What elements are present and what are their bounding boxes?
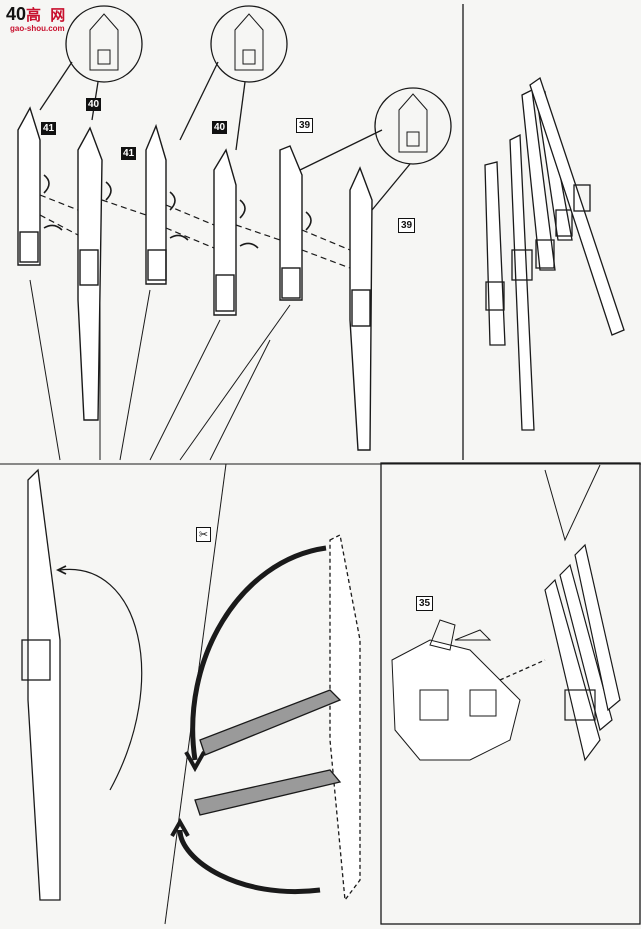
assembled-fan	[484, 76, 625, 431]
magnify-circle-1	[65, 5, 143, 83]
callout-41b: 41	[121, 147, 137, 160]
logo-text: 高 网	[26, 6, 68, 24]
callout-39b: 39	[398, 218, 416, 233]
fin-stack	[544, 543, 621, 762]
callout-39a: 39	[296, 118, 314, 133]
magnify-circle-3	[374, 87, 452, 165]
page-number: 40	[6, 4, 27, 24]
callout-41a: 41	[41, 122, 57, 135]
callout-40a: 40	[86, 98, 102, 111]
scissors-icon: ✂	[196, 527, 211, 542]
logo-url: gao-shou.com	[10, 24, 65, 33]
site-logo: 40 高 网 gao-shou.com	[6, 4, 76, 38]
magnify-circle-2	[210, 5, 288, 83]
callout-40b: 40	[212, 121, 228, 134]
fin-group	[17, 106, 373, 451]
panel-bottom-right-frame	[380, 462, 641, 925]
robot-bust	[391, 619, 521, 761]
fin-single	[27, 468, 61, 901]
callout-35: 35	[416, 596, 434, 611]
fin-hinged	[329, 534, 361, 902]
